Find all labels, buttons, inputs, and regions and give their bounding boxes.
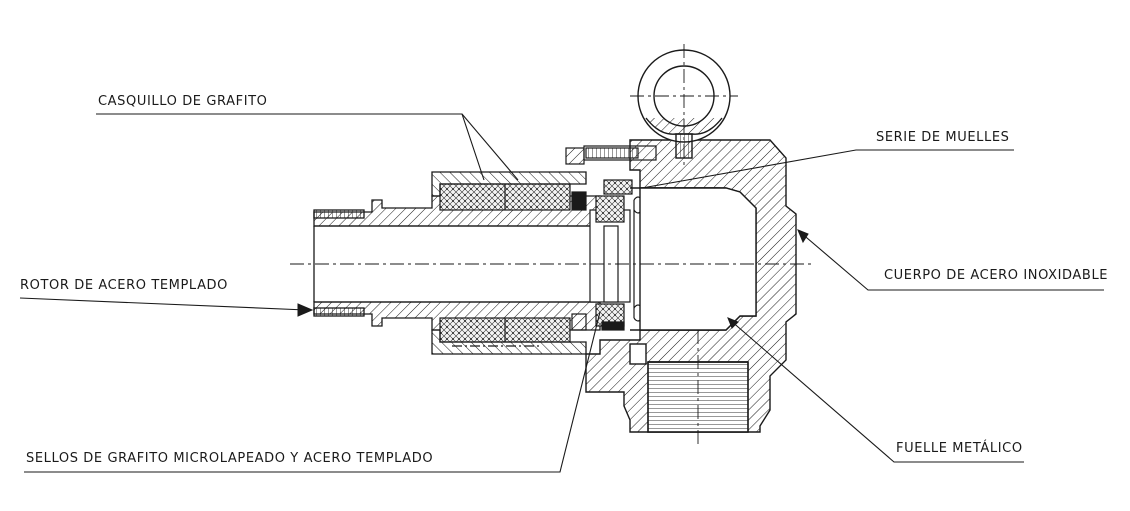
graphite-bushing [439,183,571,343]
center-lines [290,44,812,444]
rotor [313,195,601,331]
eye-bolt [637,49,731,159]
label-casquillo: CASQUILLO DE GRAFITO [98,94,268,109]
label-sellos: SELLOS DE GRAFITO MICROLAPEADO Y ACERO T… [26,451,434,466]
label-fuelle: FUELLE METÁLICO [896,441,1023,456]
label-cuerpo: CUERPO DE ACERO INOXIDABLE [884,268,1109,283]
label-serie-muelles: SERIE DE MUELLES [876,130,1010,145]
housing-sleeve [431,171,587,355]
leader-lines [19,113,1104,473]
label-rotor: ROTOR DE ACERO TEMPLADO [20,278,228,293]
arrowheads [297,229,809,329]
